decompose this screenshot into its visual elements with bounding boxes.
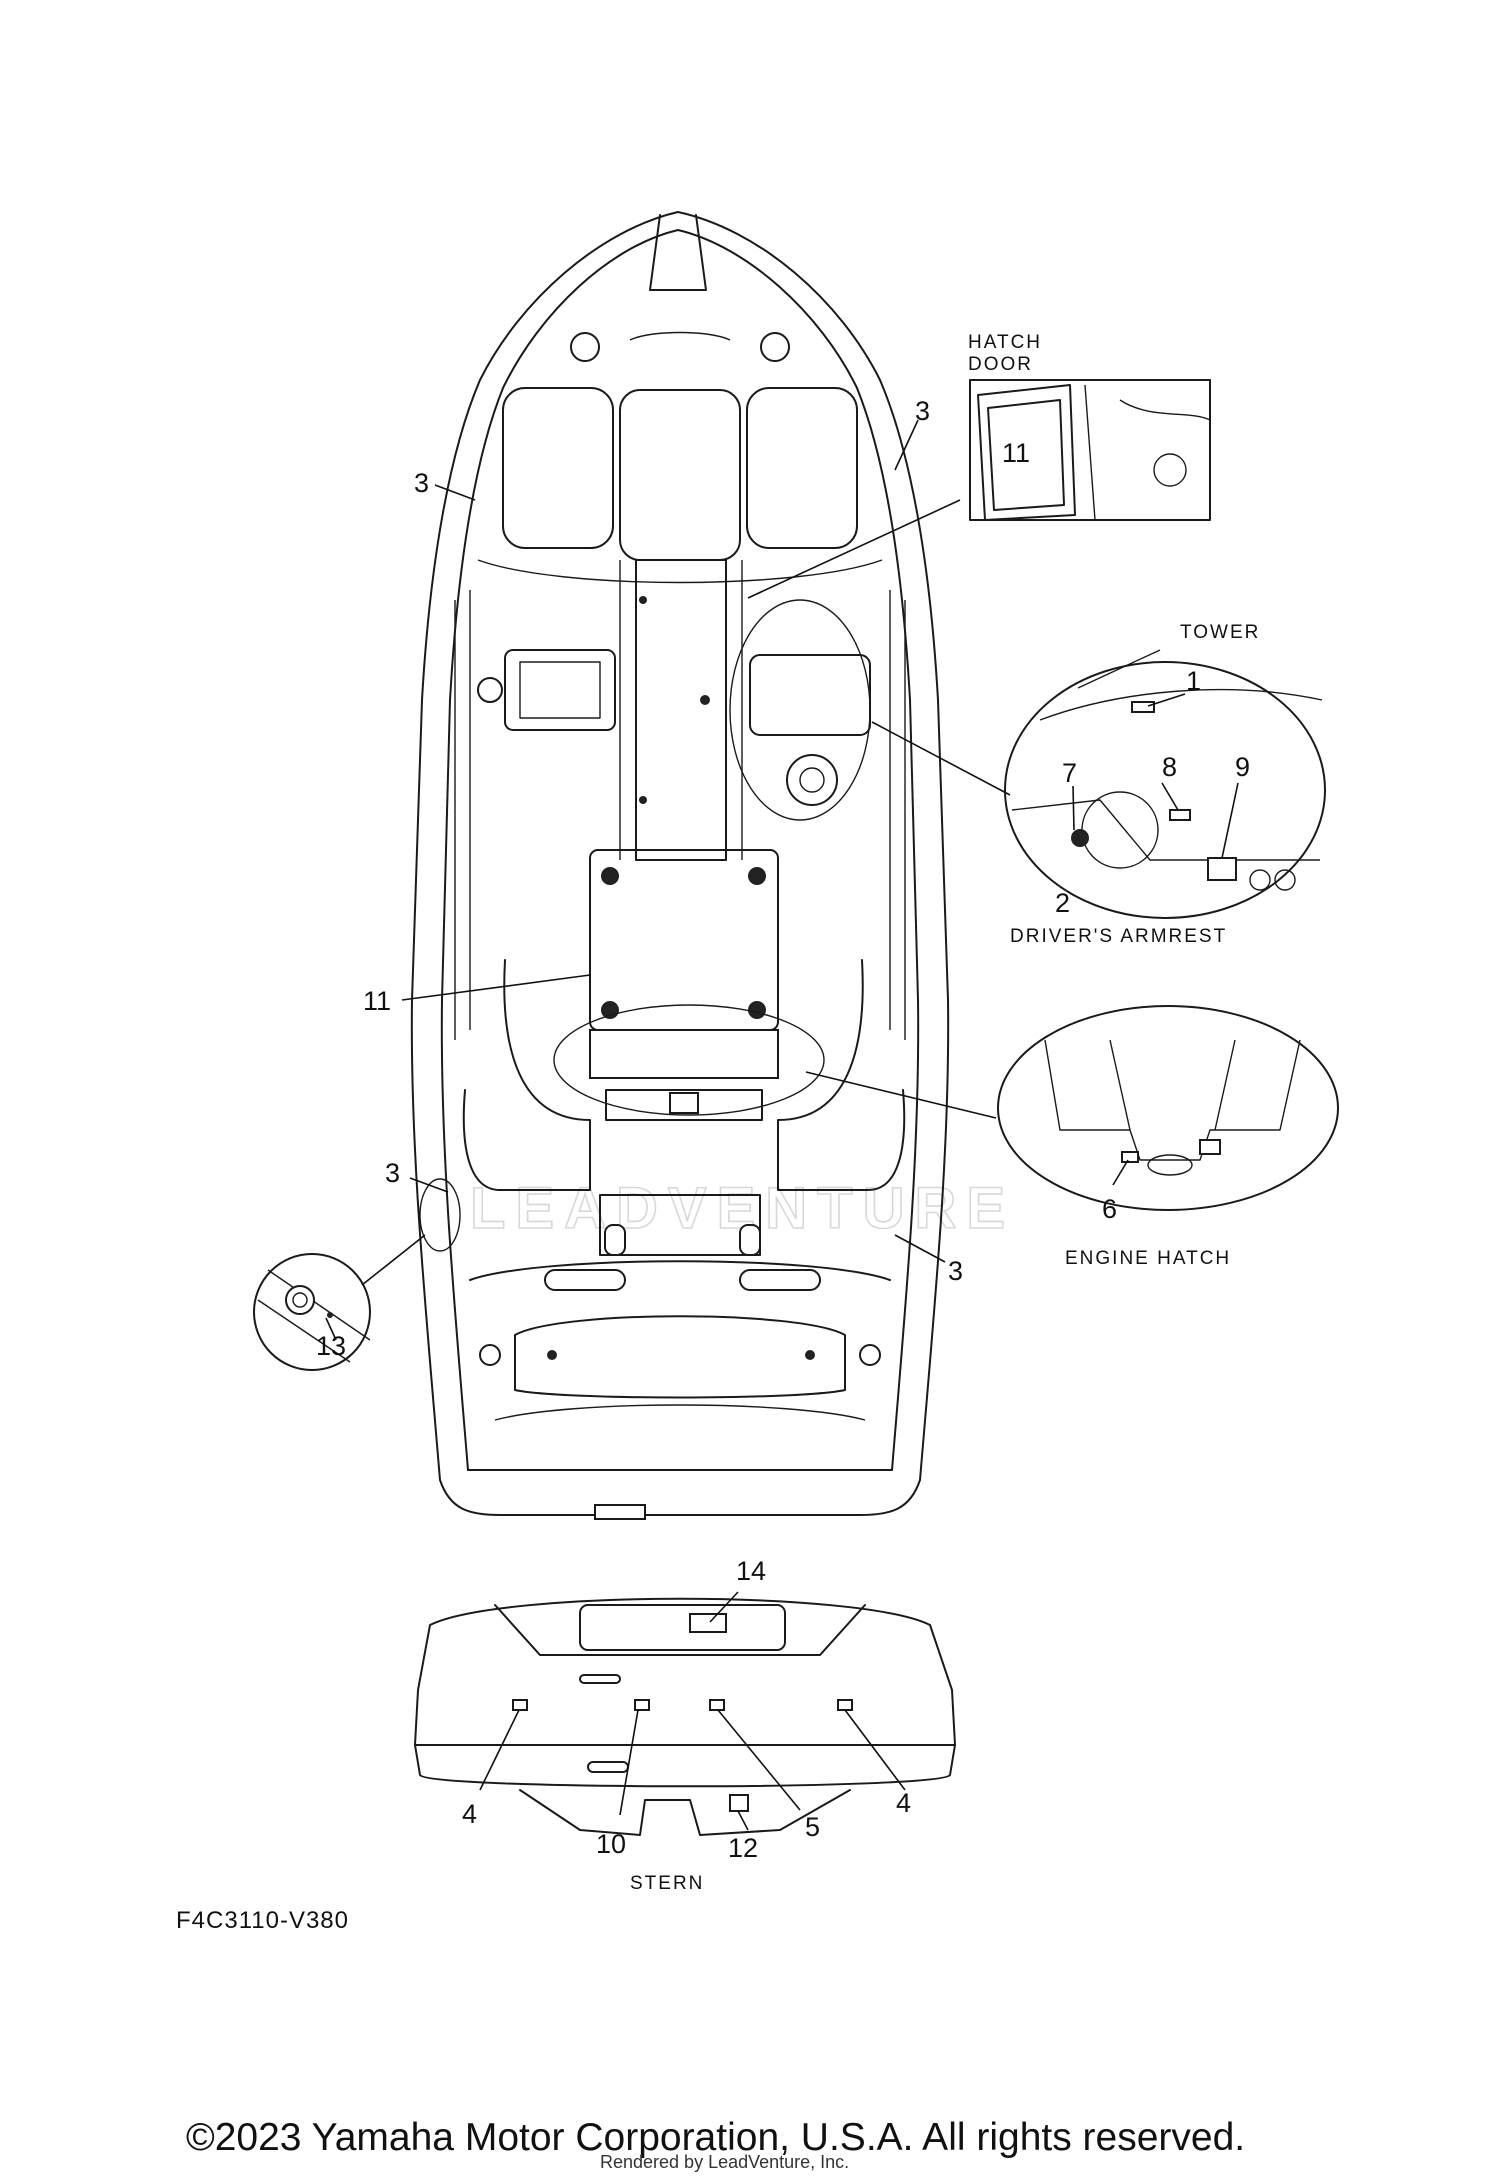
callout-11a: 11: [1002, 438, 1030, 468]
engine-hatch-inset: ENGINE HATCH: [805, 1005, 1339, 1269]
callout-1: 1: [1186, 666, 1201, 696]
callout-4a: 4: [462, 1799, 477, 1829]
callout-8: 8: [1162, 752, 1177, 782]
callout-7: 7: [1062, 758, 1077, 788]
callout-3c: 3: [385, 1158, 400, 1188]
callout-10: 10: [596, 1829, 626, 1859]
watermark: LEADVENTURE: [470, 1176, 1015, 1241]
callout-6: 6: [1102, 1194, 1117, 1224]
label-tower: TOWER: [1180, 622, 1260, 643]
stern-view: STERN: [414, 1591, 956, 1894]
label-door: DOOR: [968, 354, 1033, 375]
callout-numbers: 1 2 3 3 3 3 4 4 5 6 7 8 9 10 11 11 12 13…: [316, 396, 1250, 1863]
hatch-door-inset: HATCH DOOR: [747, 332, 1211, 599]
callout-12: 12: [728, 1833, 758, 1863]
label-stern: STERN: [630, 1873, 704, 1894]
callout-4b: 4: [896, 1788, 911, 1818]
label-hatch: HATCH: [968, 332, 1042, 353]
callout-3d: 3: [948, 1256, 963, 1286]
copyright-notice: ©2023 Yamaha Motor Corporation, U.S.A. A…: [186, 2116, 1246, 2159]
boat-hull-top-view: [410, 211, 950, 1520]
callout-9: 9: [1235, 752, 1250, 782]
fuel-fitting-inset: [253, 1234, 426, 1371]
label-engine-hatch: ENGINE HATCH: [1065, 1248, 1231, 1269]
diagram-code: F4C3110-V380: [176, 1907, 349, 1934]
callout-2: 2: [1055, 888, 1070, 918]
label-drivers-armrest: DRIVER'S ARMREST: [1010, 926, 1227, 947]
callout-14: 14: [736, 1556, 766, 1586]
drivers-armrest-inset: TOWER DRIVER'S ARMREST: [871, 622, 1326, 947]
callout-5: 5: [805, 1812, 820, 1842]
callout-13: 13: [316, 1331, 346, 1361]
rendered-by-notice: Rendered by LeadVenture, Inc.: [600, 2152, 850, 2172]
callout-3a: 3: [414, 468, 429, 498]
callout-11b: 11: [363, 986, 391, 1016]
callout-3b: 3: [915, 396, 930, 426]
